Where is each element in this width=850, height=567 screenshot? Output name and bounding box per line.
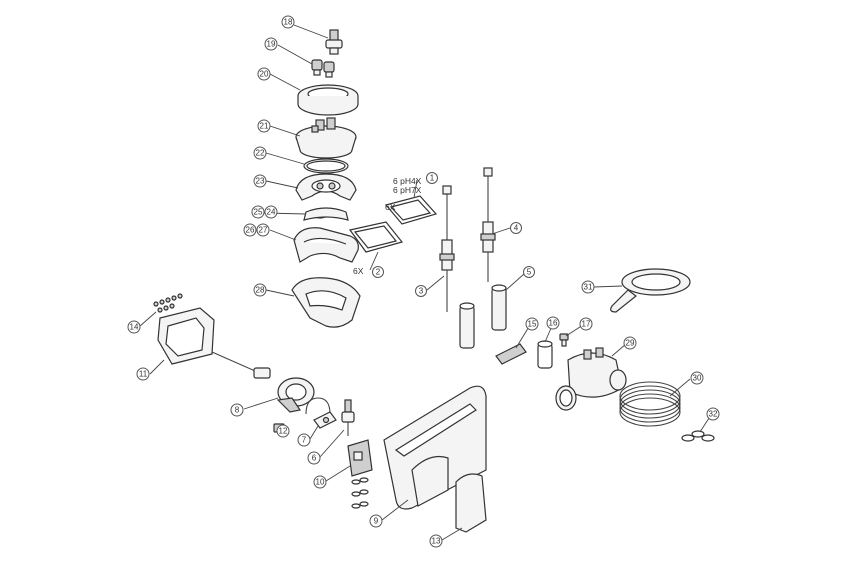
note-qty6: 6X	[385, 202, 396, 212]
svg-text:9: 9	[374, 517, 379, 526]
part-30-tubing-coil	[619, 381, 681, 427]
callout-9: 9	[369, 514, 383, 528]
callout-26: 26	[243, 223, 257, 237]
svg-text:2: 2	[376, 268, 381, 277]
callout-15: 15	[525, 317, 539, 331]
part-28-body-lower	[291, 277, 361, 328]
part-13-cover	[455, 473, 487, 533]
svg-text:26: 26	[246, 226, 255, 235]
part-24-25-seals	[303, 207, 349, 221]
svg-text:29: 29	[626, 339, 635, 348]
part-23-housing-half	[295, 173, 357, 201]
part-11-pump-cover	[157, 307, 215, 365]
svg-text:22: 22	[256, 149, 265, 158]
callout-31: 31	[581, 280, 595, 294]
part-5-sleeves	[459, 284, 507, 349]
svg-text:20: 20	[260, 70, 269, 79]
callout-12: 12	[276, 424, 290, 438]
callout-32: 32	[706, 407, 720, 421]
callout-10: 10	[313, 475, 327, 489]
note-ph4: 6 pH4X	[393, 176, 422, 186]
part-10-manifold	[347, 439, 373, 509]
note-qty6b: 6X	[353, 266, 364, 276]
part-29-valve-body	[555, 347, 627, 411]
callout-3: 3	[415, 285, 427, 297]
part-32-orings	[681, 430, 715, 442]
callout-16: 16	[546, 316, 560, 330]
callout-25: 25	[251, 205, 265, 219]
svg-text:24: 24	[267, 208, 276, 217]
part-6-valve-stem	[341, 399, 355, 436]
svg-text:16: 16	[549, 319, 558, 328]
part-19-caps	[311, 59, 335, 78]
part-8-pump-head	[211, 351, 315, 413]
svg-text:30: 30	[693, 374, 702, 383]
svg-text:23: 23	[256, 177, 265, 186]
callout-20: 20	[257, 67, 271, 81]
callout-1: 1	[426, 172, 438, 184]
svg-text:27: 27	[259, 226, 268, 235]
svg-text:11: 11	[139, 370, 148, 379]
callout-13: 13	[429, 534, 443, 548]
callout-23: 23	[253, 174, 267, 188]
svg-text:19: 19	[267, 40, 276, 49]
svg-text:12: 12	[279, 427, 288, 436]
callout-21: 21	[257, 119, 271, 133]
callout-24: 24	[264, 205, 278, 219]
callout-19: 19	[264, 37, 278, 51]
part-15-clip	[495, 343, 527, 365]
callout-18: 18	[281, 15, 295, 29]
note-ph7: 6 pH7X	[393, 185, 422, 195]
part-20-nut-ring	[297, 84, 359, 116]
svg-text:1: 1	[430, 174, 435, 183]
part-16-cylinder	[537, 340, 553, 369]
callout-7: 7	[297, 433, 311, 447]
svg-text:10: 10	[316, 478, 325, 487]
calibration-sachets	[348, 195, 438, 253]
svg-text:14: 14	[130, 323, 139, 332]
callout-11: 11	[136, 367, 150, 381]
callout-6: 6	[307, 451, 321, 465]
part-3-probe	[439, 185, 455, 312]
part-31-wrench	[610, 268, 691, 313]
svg-text:8: 8	[235, 406, 240, 415]
callout-17: 17	[579, 317, 593, 331]
callout-22: 22	[253, 146, 267, 160]
callout-2: 2	[372, 266, 384, 278]
svg-text:7: 7	[302, 436, 307, 445]
part-14-screws	[153, 293, 183, 313]
svg-text:3: 3	[419, 287, 424, 296]
svg-text:32: 32	[709, 410, 718, 419]
svg-text:18: 18	[284, 18, 293, 27]
svg-text:17: 17	[582, 320, 591, 329]
svg-text:4: 4	[514, 224, 519, 233]
callout-30: 30	[690, 371, 704, 385]
svg-text:31: 31	[584, 283, 593, 292]
part-7-connector	[313, 411, 337, 429]
callout-8: 8	[230, 403, 244, 417]
part-4-probe	[480, 167, 496, 282]
svg-text:25: 25	[254, 208, 263, 217]
callout-4: 4	[510, 222, 522, 234]
callout-5: 5	[523, 266, 535, 278]
callout-29: 29	[623, 336, 637, 350]
svg-text:13: 13	[432, 537, 441, 546]
callout-27: 27	[256, 223, 270, 237]
svg-text:21: 21	[260, 122, 269, 131]
svg-text:28: 28	[256, 286, 265, 295]
svg-text:5: 5	[527, 268, 532, 277]
part-26-27-body	[293, 227, 359, 263]
part-18-fitting	[325, 29, 343, 55]
svg-text:6: 6	[312, 454, 317, 463]
callout-14: 14	[127, 320, 141, 334]
part-22-oring	[303, 158, 349, 174]
callout-28: 28	[253, 283, 267, 297]
svg-text:15: 15	[528, 320, 537, 329]
part-21-cap	[295, 117, 357, 159]
